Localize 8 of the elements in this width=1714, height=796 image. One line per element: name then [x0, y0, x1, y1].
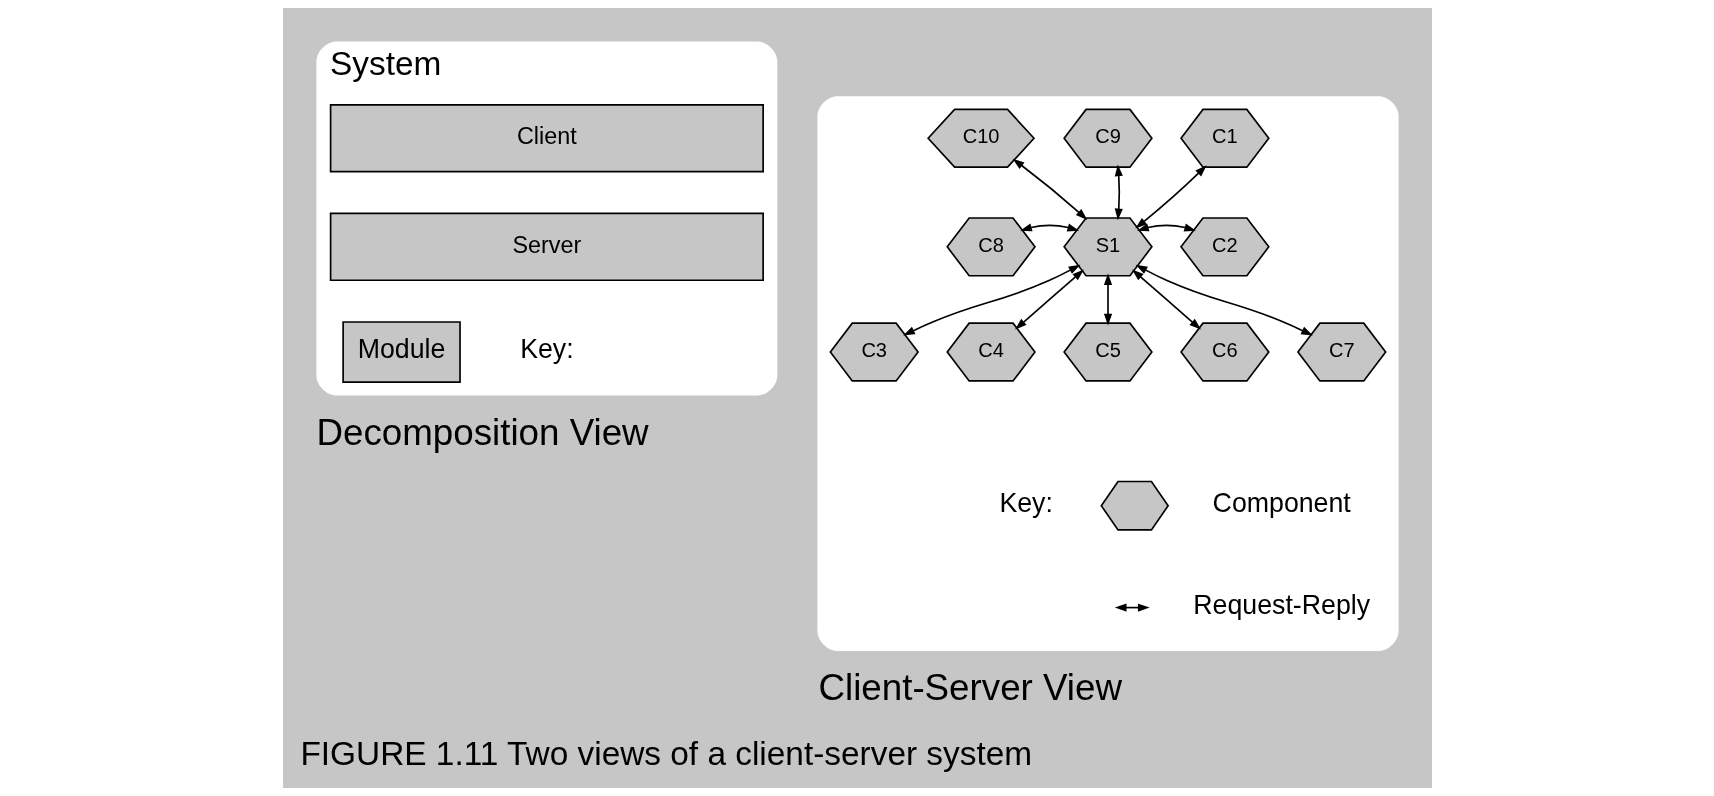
- label: Key:: [998, 488, 1053, 519]
- legend-label: Request-Reply: [1192, 589, 1370, 620]
- label: Key:: [519, 334, 574, 365]
- node-label: Client-Server View: [817, 667, 1122, 709]
- caption: FIGURE 1.11 Two views of a client-server system: [299, 734, 1032, 772]
- node-label: Decomposition View: [316, 411, 649, 453]
- legend-label: Module: [357, 334, 445, 365]
- legend-label: Component: [1212, 488, 1351, 519]
